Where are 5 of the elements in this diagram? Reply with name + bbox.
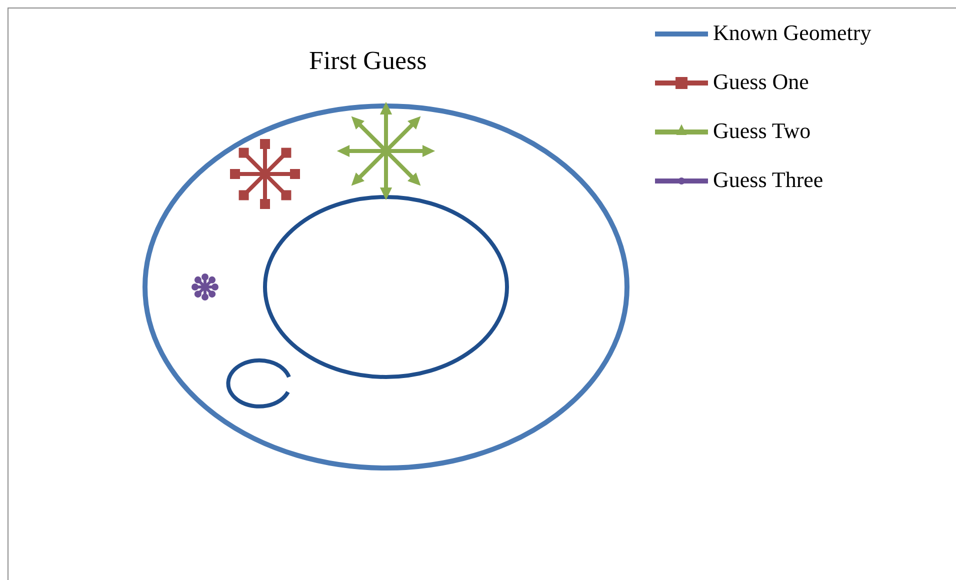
legend-label: Known Geometry xyxy=(713,20,872,46)
legend-label: Guess One xyxy=(713,69,809,95)
legend-label: Guess Two xyxy=(713,118,811,144)
chart-title: First Guess xyxy=(309,46,427,76)
legend-label: Guess Three xyxy=(713,167,824,193)
